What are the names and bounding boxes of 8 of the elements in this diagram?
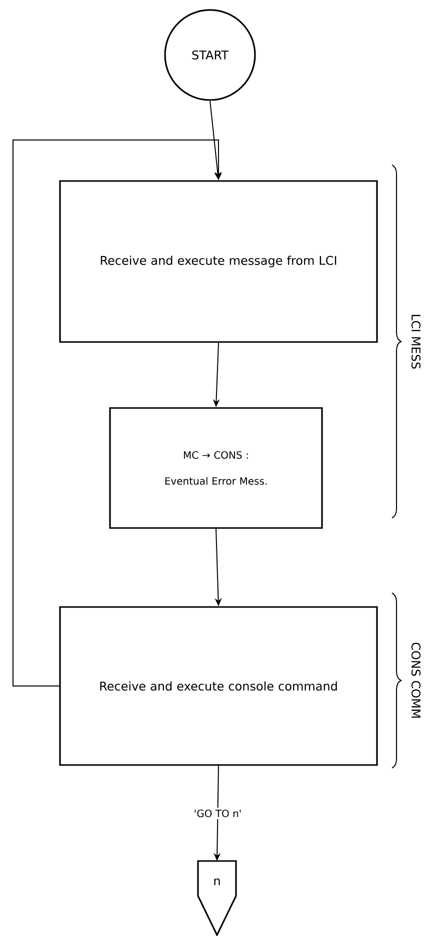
group-label: LCI MESS bbox=[411, 314, 421, 369]
process-box: Receive and execute console command bbox=[59, 606, 378, 766]
arrow bbox=[12, 140, 222, 686]
edge-label: 'GO TO n' bbox=[194, 810, 241, 818]
offpage-connector: n bbox=[197, 860, 237, 936]
process-box: MC → CONS : Eventual Error Mess. bbox=[109, 407, 323, 529]
process-box: Receive and execute message from LCI bbox=[59, 180, 378, 343]
group-label: CONS COMM bbox=[411, 642, 421, 718]
